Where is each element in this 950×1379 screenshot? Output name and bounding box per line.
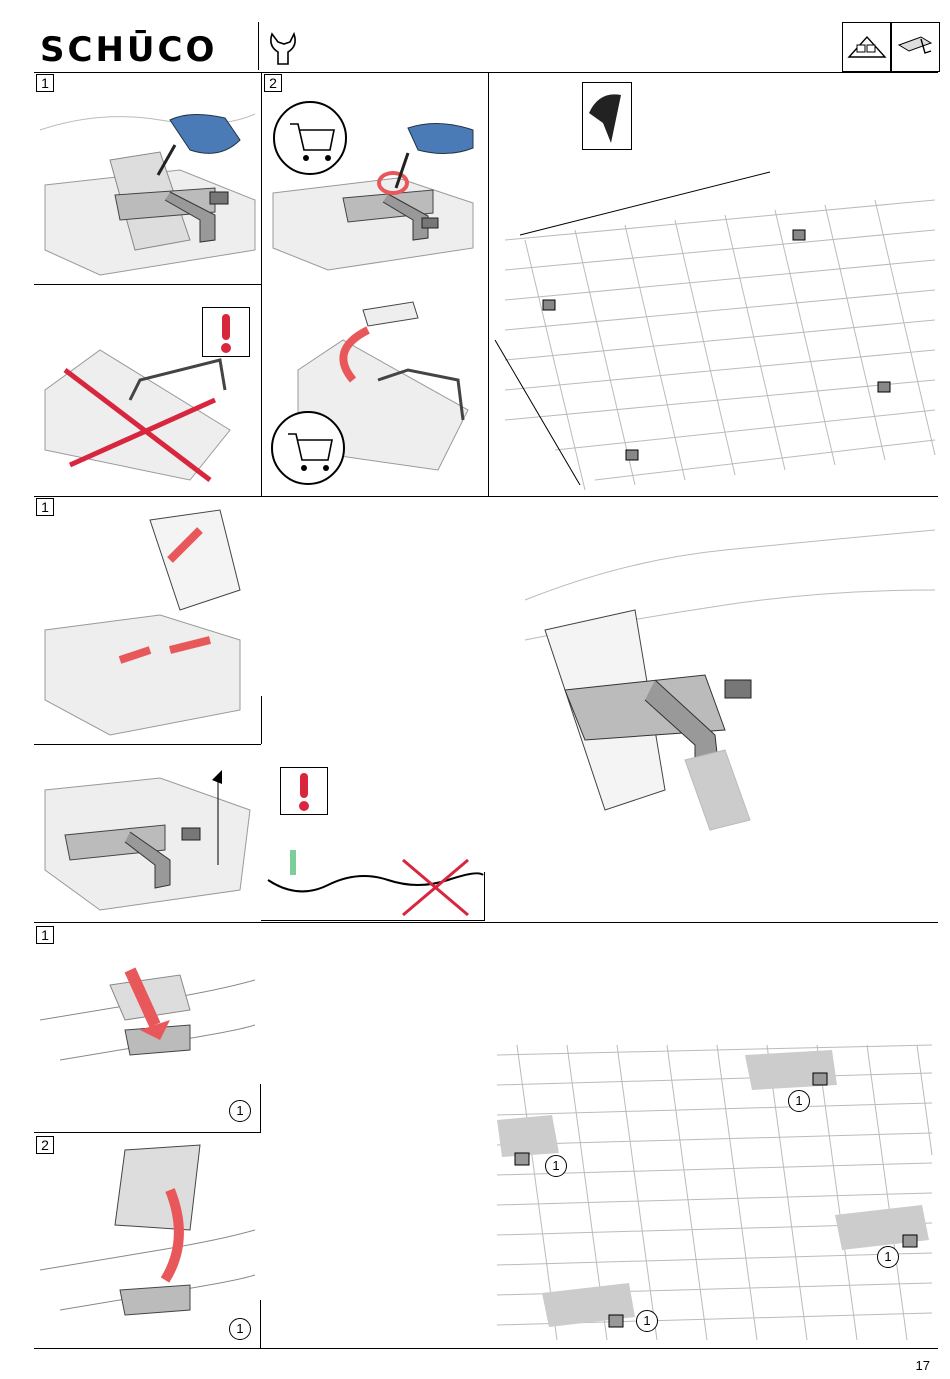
tile-placement-illustration [40, 950, 255, 1100]
marker-number: 1 [545, 1155, 567, 1177]
step-number: 1 [36, 74, 54, 92]
drill-icon [158, 114, 240, 175]
panel-divider [260, 1300, 261, 1348]
panel-rule [34, 284, 261, 285]
roof-hook-icon [895, 31, 935, 63]
marker-number: 1 [636, 1310, 658, 1332]
warning-icon [280, 767, 328, 815]
header-divider [258, 22, 259, 70]
wrong-installation-illustration [40, 330, 255, 490]
hook-detail-illustration [525, 510, 935, 910]
brand-logo: SCHŪCO [40, 30, 217, 70]
panel-rule [34, 744, 261, 745]
roof-icon-box [842, 22, 892, 72]
wrench-icon [266, 30, 306, 66]
header-rule [34, 72, 938, 73]
roof-tiles-overview [497, 1045, 932, 1340]
roof-hook-icon-box [890, 22, 940, 72]
marker-number: 1 [788, 1090, 810, 1112]
hook-alignment-illustration [40, 770, 255, 910]
tile-cover-illustration [40, 1140, 255, 1340]
tile-profile-illustration [268, 840, 483, 920]
spacer-illustration [268, 300, 483, 490]
panel-divider [261, 696, 262, 744]
dimension-hint-icon [582, 82, 632, 150]
panel-rule [261, 920, 485, 921]
page-number: 17 [916, 1358, 930, 1373]
roof-hook-marker [543, 230, 890, 460]
footer-rule [34, 1348, 938, 1349]
panel-divider [484, 872, 485, 920]
marker-number: 1 [229, 1318, 251, 1340]
marker-number: 1 [877, 1246, 899, 1268]
adjust-hook-illustration [40, 510, 255, 740]
section-rule [34, 496, 938, 497]
section-rule [34, 922, 938, 923]
marker-number: 1 [229, 1100, 251, 1122]
step-number: 2 [264, 74, 282, 92]
panel-rule [34, 1132, 261, 1133]
roof-icon [847, 33, 887, 61]
panel-divider [260, 1084, 261, 1132]
section-divider [261, 72, 262, 496]
roof-grid-overview [495, 150, 940, 490]
drill-illustration [40, 100, 255, 280]
drill-illustration-2 [268, 98, 478, 278]
section-divider [488, 72, 489, 496]
step-number: 1 [36, 926, 54, 944]
